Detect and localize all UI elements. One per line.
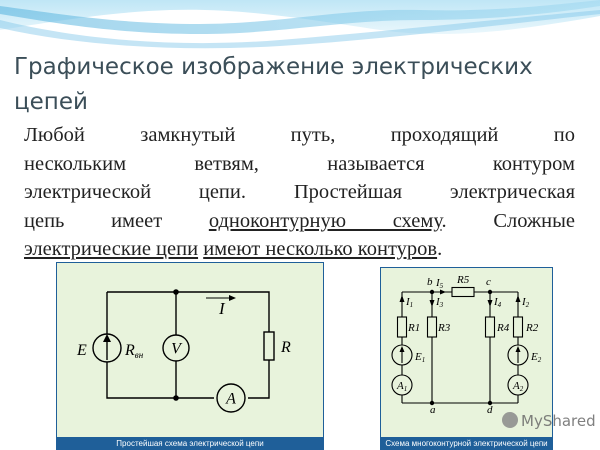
text-fragment: . bbox=[437, 238, 443, 260]
emf-e2-arrow-head bbox=[515, 346, 521, 352]
resistor-r5-symbol bbox=[451, 286, 475, 298]
emf-e2-label: E2 bbox=[530, 351, 542, 364]
current-i2-base: I bbox=[521, 296, 527, 308]
current-i5-label: I5 bbox=[435, 277, 444, 290]
node-d-label: d bbox=[487, 404, 493, 416]
current-i2-sub: 2 bbox=[526, 301, 530, 309]
body-line: нескольким ветвям, называется контуром bbox=[24, 152, 575, 175]
text-fragment: цепь имеет bbox=[24, 209, 209, 232]
internal-resistance-label: Rвн bbox=[124, 342, 144, 360]
ammeter-symbol bbox=[216, 383, 246, 413]
current-i4-arrow bbox=[487, 300, 493, 307]
current-i3-arrow bbox=[429, 300, 435, 307]
junction-node bbox=[173, 289, 179, 295]
ammeter-a1-sub: 1 bbox=[404, 385, 408, 393]
resistor-r4-symbol bbox=[484, 316, 496, 338]
ammeter-a2-base: A bbox=[512, 380, 520, 392]
voltmeter-label: V bbox=[171, 341, 183, 358]
node-b bbox=[429, 289, 435, 295]
body-line: электрические цепи имеют несколько конту… bbox=[24, 235, 575, 264]
current-label: I bbox=[218, 299, 226, 318]
resistor-r2-label: R2 bbox=[525, 322, 539, 334]
text-fragment: . Сложные bbox=[441, 209, 575, 232]
watermark-logo-icon bbox=[502, 412, 518, 428]
single-loop-link[interactable]: одноконтурную схему bbox=[208, 209, 442, 232]
resistor-r1-label: R1 bbox=[407, 322, 420, 334]
body-paragraph: Любой замкнутый путь, проходящий по неск… bbox=[24, 121, 575, 264]
current-i5-arrow bbox=[440, 289, 446, 295]
header-wave-decoration bbox=[0, 0, 600, 49]
multi-loop-circuit-diagram: b c a d R5 I5 I1 I3 I4 I2 R1 R3 R4 R2 E1… bbox=[380, 267, 553, 438]
resistor-r4-label: R4 bbox=[496, 322, 510, 334]
figure-caption: Схема многоконтурной электрической цепи bbox=[380, 438, 553, 450]
internal-resistance-base: R bbox=[124, 342, 135, 359]
current-i3-sub: 3 bbox=[439, 301, 444, 309]
body-line: цепь имеет одноконтурную схему. Сложные bbox=[24, 207, 575, 236]
multiple-loops-link[interactable]: имеют несколько контуров bbox=[203, 238, 438, 260]
current-i3-label: I3 bbox=[435, 296, 444, 309]
current-i4-label: I4 bbox=[493, 296, 502, 309]
ammeter-a2-sub: 2 bbox=[520, 385, 524, 393]
current-i5-base: I bbox=[435, 277, 441, 289]
electric-circuits-link[interactable]: электрические цепи bbox=[24, 238, 199, 260]
node-d bbox=[487, 400, 493, 406]
current-i1-sub: 1 bbox=[410, 301, 414, 309]
voltmeter-symbol bbox=[162, 334, 190, 362]
slide-title: Графическое изображение электрических це… bbox=[14, 54, 533, 115]
top-wire bbox=[107, 291, 270, 332]
watermark-text: MyShared bbox=[521, 412, 596, 430]
ammeter-label: A bbox=[225, 391, 236, 408]
resistor-r3-label: R3 bbox=[437, 322, 451, 334]
node-c bbox=[487, 289, 493, 295]
emf-e1-label: E1 bbox=[414, 351, 425, 364]
current-i1-arrow bbox=[399, 295, 405, 302]
watermark: MyShared bbox=[502, 412, 596, 430]
node-a bbox=[429, 400, 435, 406]
multi-loop-circuit-figure: b c a d R5 I5 I1 I3 I4 I2 R1 R3 R4 R2 E1… bbox=[380, 267, 553, 450]
resistor-r3-symbol bbox=[426, 316, 438, 338]
node-c-label: c bbox=[486, 276, 491, 288]
current-arrow-head bbox=[229, 295, 236, 301]
resistor-r5-label: R5 bbox=[456, 274, 470, 286]
simple-circuit-figure: I E Rвн V A R Простейшая схема электриче… bbox=[56, 262, 324, 450]
resistor-label: R bbox=[280, 339, 291, 356]
current-i3-base: I bbox=[435, 296, 441, 308]
node-b-label: b bbox=[427, 276, 433, 288]
right-wire bbox=[248, 360, 270, 399]
node-a-label: a bbox=[430, 404, 436, 416]
body-line: Любой замкнутый путь, проходящий по bbox=[24, 124, 575, 146]
current-i4-sub: 4 bbox=[498, 301, 502, 309]
emf-e1-arrow-head bbox=[399, 346, 405, 352]
emf-e1-sub: 1 bbox=[422, 356, 426, 364]
current-i1-label: I1 bbox=[405, 296, 413, 309]
current-i1-base: I bbox=[405, 296, 411, 308]
ammeter-a1-base: A bbox=[396, 380, 404, 392]
emf-label: E bbox=[76, 342, 87, 359]
body-line: электрической цепи. Простейшая электриче… bbox=[24, 181, 575, 203]
internal-resistance-subscript: вн bbox=[135, 350, 144, 360]
emf-arrow-head bbox=[103, 334, 111, 342]
junction-node bbox=[173, 395, 179, 401]
resistor-r2-symbol bbox=[512, 316, 524, 338]
resistor-r1-symbol bbox=[396, 316, 408, 338]
ammeter-a1-label: A1 bbox=[396, 380, 407, 393]
emf-e2-base: E bbox=[530, 351, 538, 363]
current-i5-sub: 5 bbox=[440, 282, 444, 290]
figure-caption: Простейшая схема электрической цепи bbox=[56, 438, 324, 450]
current-i2-arrow bbox=[515, 295, 521, 302]
emf-e1-base: E bbox=[414, 351, 422, 363]
ammeter-a2-label: A2 bbox=[512, 380, 524, 393]
simple-circuit-diagram: I E Rвн V A R bbox=[56, 262, 324, 438]
emf-e2-sub: 2 bbox=[538, 356, 542, 364]
resistor-symbol bbox=[263, 331, 275, 361]
current-i4-base: I bbox=[493, 296, 499, 308]
current-i2-label: I2 bbox=[521, 296, 530, 309]
